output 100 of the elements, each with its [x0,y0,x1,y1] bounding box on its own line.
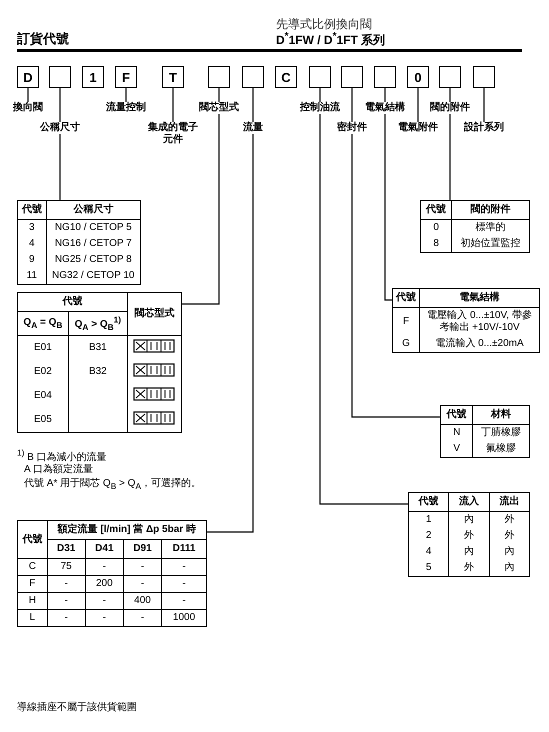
code-label: 閥芯型式 [199,102,239,114]
connector-line [351,88,353,122]
code-position-box: T [162,66,184,88]
code-label: 集成的電子元件 [147,122,199,145]
code-position-box [208,66,230,88]
connector-line [252,88,254,122]
column-header: 流出 [499,496,520,507]
table-value: - [140,612,144,623]
table-value: 內 [504,562,514,573]
column-header: 代號 [426,204,446,215]
connector-line [182,114,220,305]
code-table [408,492,530,577]
code-label: 電氣結構 [365,102,405,114]
code-label: 流量控制 [106,102,146,114]
code-position-box: F [115,66,137,88]
note-text: 導線插座不屬于該供貨範圍 [17,700,137,714]
column-header: D31 [57,543,76,554]
column-header: 代號 [418,496,439,507]
table-value: F [402,316,410,327]
table-value: E01 [34,342,52,354]
code-position-box: 1 [82,66,104,88]
table-value: 4 [426,546,432,557]
connector-line [59,88,61,122]
code-position-box [473,66,495,88]
table-value: - [140,561,144,572]
table-value: 標準的 [476,222,506,233]
column-header: 公稱尺寸 [73,204,114,215]
code-table [17,292,182,434]
table-value: NG16 / CETOP 7 [54,238,132,249]
table-value: L [30,612,36,623]
column-header: 電氣結構 [460,292,500,303]
connector-line [172,88,174,122]
connector-line [417,88,419,122]
column-header: 代號 [62,296,82,307]
code-label: 控制油流 [300,102,340,114]
connector-line [218,88,220,102]
column-header: D91 [133,543,152,554]
code-position-box: 0 [407,66,429,88]
column-header: 流入 [458,496,479,507]
table-value: NG32 / CETOP 10 [52,270,134,281]
code-position-box [341,66,363,88]
column-header: 代號 [446,409,467,420]
code-label: 閥的附件 [430,102,470,114]
table-value: E05 [34,414,52,426]
code-label: 流量 [243,122,263,134]
table-value: - [64,595,68,606]
table-value: 2 [426,530,432,541]
table-value: 400 [134,595,151,606]
table-value: 4 [28,238,35,249]
connector-line [59,134,61,200]
column-header: D111 [172,543,196,554]
table-value: H [28,595,36,606]
table-value: 1 [426,514,432,525]
table-value: 外 [504,514,514,525]
code-position-box [242,66,264,88]
table-value: B31 [88,342,107,354]
table-value: - [64,612,68,623]
table-value: - [182,595,186,606]
column-header: 代號 [22,534,42,544]
table-value: 丁腈橡膠 [481,427,522,438]
connector-line [319,114,408,505]
footnote: A 口為額定流量 [24,462,93,476]
connector-line [483,88,485,122]
table-value: NG10 / CETOP 5 [54,222,132,233]
column-header: D41 [95,543,114,554]
code-table [420,200,530,253]
code-table [17,200,141,285]
table-value: B32 [88,366,107,378]
table-value: 外 [464,530,474,541]
connector-line [351,134,440,418]
table-value: 9 [28,254,35,265]
table-value: - [140,578,144,589]
table-value: 1000 [172,612,196,623]
code-position-box: C [275,66,297,88]
table-value: N [453,427,460,438]
code-label: 公稱尺寸 [40,122,80,134]
table-value: 內 [464,546,474,557]
connector-line [207,134,254,533]
connector-line [125,88,127,102]
page-title: 訂貨代號 [17,30,69,48]
footnote: $^{1)}$ B 口為減小的流量 [17,448,107,464]
table-value: 氟橡膠 [486,443,516,454]
table-value: E02 [34,366,52,378]
table-value: 0 [433,222,439,233]
code-position-box [309,66,331,88]
table-value: 初始位置監控 [460,238,521,249]
table-value: 內 [464,514,474,525]
table-value: V [453,443,460,454]
table-value: G [402,338,410,349]
connector-line [384,88,386,102]
connector-line [384,114,392,301]
subtitle: 先導式比例換向閥 [276,16,372,32]
code-label: 電氣附件 [398,122,438,134]
series-title: D$^{*}$1FW / D$^{*}$1FT 系列 [276,31,386,49]
table-value: 200 [96,578,113,589]
code-label: 密封件 [337,122,367,134]
code-label: 換向閥 [13,102,43,114]
table-value: - [102,612,106,623]
code-table [392,288,540,353]
table-value: - [182,578,186,589]
